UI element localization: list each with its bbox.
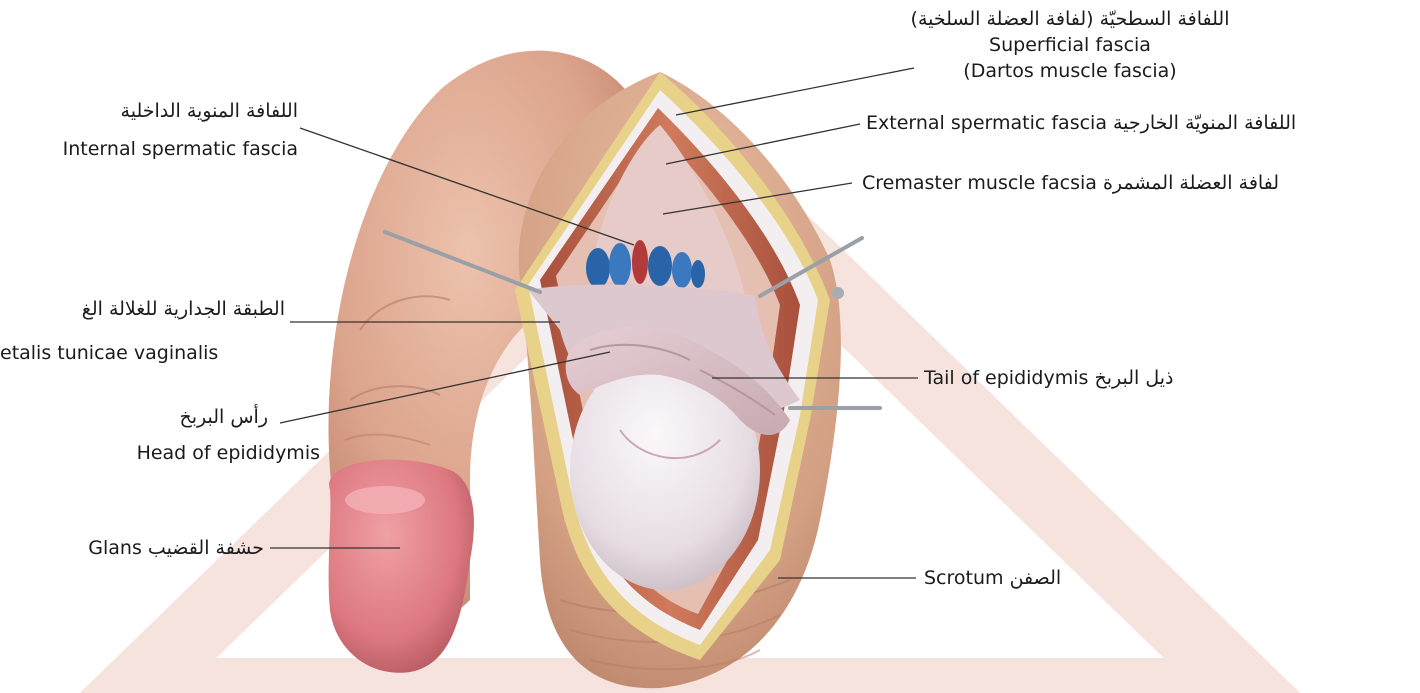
- label-internal-spermatic-fascia: اللفافة المنوية الداخلية Internal sperma…: [0, 98, 298, 162]
- label-glans: Glans حشفة القضيب: [30, 535, 264, 561]
- label-superficial-fascia: اللفافة السطحيّة (لفافة العضلة السلخية) …: [880, 6, 1260, 84]
- label-parietal-ar: الطبقة الجدارية للغلالة الغ: [0, 296, 285, 322]
- label-external-spermatic-fascia: External spermatic fascia اللفافة المنوي…: [866, 110, 1296, 136]
- label-superficial-en: Superficial fascia: [880, 32, 1260, 58]
- label-internal-en: Internal spermatic fascia: [0, 136, 298, 162]
- label-parietal-en: etalis tunicae vaginalis: [0, 340, 218, 366]
- label-scrotum: Scrotum الصفن: [924, 565, 1061, 591]
- label-head-of-epididymis: رأس البربخ Head of epididymis: [60, 404, 320, 466]
- label-cremaster-muscle-fascia: Cremaster muscle facsia لفافة العضلة الم…: [862, 170, 1279, 196]
- label-superficial-en2: (Dartos muscle fascia): [880, 58, 1260, 84]
- glans-highlight: [345, 486, 425, 514]
- label-head-ar: رأس البربخ: [60, 404, 320, 430]
- pin-head: [832, 287, 844, 299]
- label-superficial-ar: اللفافة السطحيّة (لفافة العضلة السلخية): [880, 6, 1260, 32]
- label-internal-ar: اللفافة المنوية الداخلية: [0, 98, 298, 124]
- label-head-en: Head of epididymis: [60, 440, 320, 466]
- label-tail-of-epididymis: Tail of epididymis ذيل البربخ: [924, 365, 1173, 391]
